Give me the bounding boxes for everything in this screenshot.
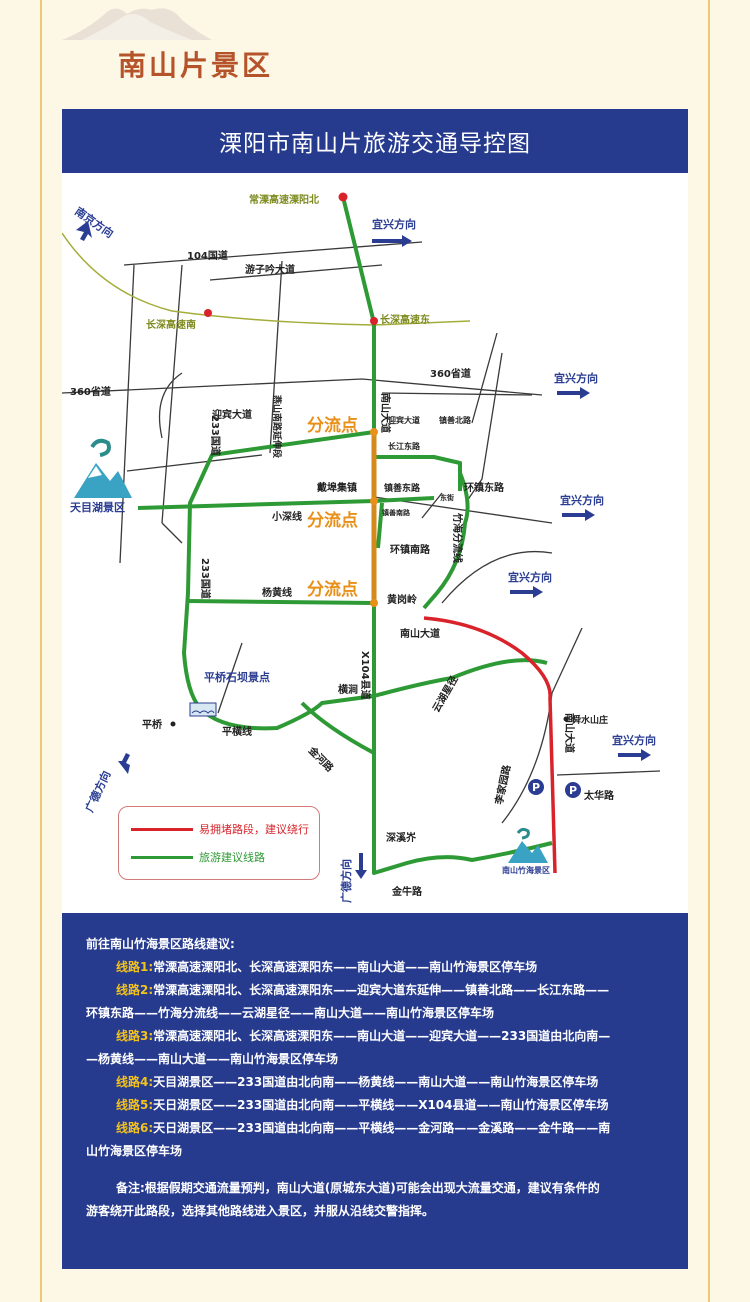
road-label: 戴埠集镇	[317, 481, 357, 494]
pingqiao-scenic-icon	[189, 702, 217, 717]
road-label: 杨黄线	[262, 586, 292, 599]
arrow-right-icon	[562, 509, 595, 521]
road-label: 环镇东路	[464, 481, 505, 494]
road-label: 太华路	[583, 789, 615, 802]
arrow-down-icon	[118, 753, 130, 774]
map-legend: 易拥堵路段，建议绕行 旅游建议线路	[118, 806, 320, 880]
road-label: 233国道	[199, 558, 212, 599]
road-label: 南山大道	[563, 713, 576, 753]
zhuhai-scenic-label: 南山竹海景区	[502, 865, 550, 875]
guangde-direction-label: 广德方向	[82, 768, 113, 814]
map-title: 溧阳市南山片旅游交通导控图	[62, 109, 688, 173]
arrow-up-left-icon	[76, 221, 92, 241]
exit-dot	[338, 192, 348, 202]
route-suggestions: 前往南山竹海景区路线建议: 线路1:常溧高速溧阳北、长深高速溧阳东——南山大道—…	[62, 913, 688, 1269]
divergence-dot	[370, 497, 378, 505]
road-label: 360省道	[70, 385, 111, 398]
divergence-label: 分流点	[307, 510, 358, 531]
arrow-down-icon	[355, 853, 367, 879]
road-label: 燕山南路延伸段	[271, 395, 283, 459]
road-label: 竹海分流线	[451, 512, 464, 563]
parking-label: P	[569, 784, 577, 797]
legend-recommended-label: 旅游建议线路	[199, 851, 265, 864]
yixing-direction-label: 宜兴方向	[372, 217, 416, 231]
arrow-right-icon	[510, 586, 543, 598]
pingqiao-scenic-label: 平桥石坝景点	[204, 670, 270, 684]
route-3: 线路3:常溧高速溧阳北、长深高速溧阳东——南山大道——迎宾大道——233国道由北…	[116, 1029, 611, 1043]
arrow-right-icon	[618, 749, 651, 761]
pingqiao-label: 平桥	[142, 718, 163, 731]
legend-recommended: 旅游建议线路	[131, 849, 265, 865]
yixing-direction-label: 宜兴方向	[560, 493, 604, 507]
road-label: 小深线	[271, 510, 302, 523]
section-title: 南山片景区	[118, 49, 274, 82]
traffic-map: 南京方向 宜兴方向 宜兴方向 宜兴方向 宜兴方向 宜兴方向 广德方向 广德方向 …	[62, 192, 661, 903]
route-1: 线路1:常溧高速溧阳北、长深高速溧阳东——南山大道——南山竹海景区停车场	[116, 960, 538, 974]
tianmu-label: 天目湖景区	[70, 500, 125, 514]
route-3-cont: —杨黄线——南山大道——南山竹海景区停车场	[86, 1052, 339, 1066]
divergence-label: 分流点	[307, 579, 358, 600]
arrow-right-icon	[372, 235, 412, 247]
guangde-direction-label: 广德方向	[339, 859, 353, 903]
route-5: 线路5:天日湖景区——233国道由北向南——平横线——X104县道——南山竹海景…	[116, 1098, 609, 1112]
exit-dot	[370, 317, 378, 325]
legend-congested-label: 易拥堵路段，建议绕行	[199, 823, 309, 836]
road-label: 233国道	[209, 415, 222, 456]
road-label: 金牛路	[391, 885, 423, 898]
route-4: 线路4:天目湖景区——233国道由北向南——杨黄线——南山大道——南山竹海景区停…	[116, 1075, 599, 1089]
shunshui-dot	[563, 716, 569, 722]
parking-label: P	[532, 781, 540, 794]
road-label: X104县道	[359, 651, 372, 700]
divergence-dot	[370, 428, 378, 436]
map-card: 溧阳市南山片旅游交通导控图	[62, 109, 688, 1269]
road-label: 迎宾大道	[388, 415, 420, 425]
road-label: 环镇南路	[390, 543, 431, 556]
route-6: 线路6:天日湖景区——233国道由北向南——平横线——金河路——金溪路——金牛路…	[116, 1121, 611, 1135]
route-2-cont: 环镇东路——竹海分流线——云湖星径——南山大道——南山竹海景区停车场	[86, 1006, 495, 1020]
exit-dot	[204, 309, 212, 317]
mountain-decoration	[62, 8, 212, 40]
note-line-2: 游客绕开此路段，选择其他路线进入景区，并服从沿线交警指挥。	[86, 1204, 435, 1218]
parking-icon: P	[528, 779, 544, 795]
road-label: 平横线	[222, 725, 252, 738]
road-label: 横涧	[338, 683, 358, 696]
changshen-east-label: 长深高速东	[380, 313, 430, 326]
road-label: 迎宾大道	[212, 408, 252, 421]
yixing-direction-label: 宜兴方向	[612, 733, 656, 747]
tianmu-scenic-icon	[74, 438, 132, 498]
pingqiao-dot	[170, 721, 176, 727]
legend-congested: 易拥堵路段，建议绕行	[131, 821, 309, 837]
yixing-direction-label: 宜兴方向	[554, 371, 598, 385]
yixing-direction-label: 宜兴方向	[508, 570, 552, 584]
route-2: 线路2:常溧高速溧阳北、长深高速溧阳东——迎宾大道东延伸——镇善北路——长江东路…	[116, 983, 610, 997]
road-label: 镇善东路	[384, 482, 421, 494]
parking-icon: P	[565, 782, 581, 798]
road-label: 南山大道	[379, 393, 392, 433]
changshen-south-label: 长深高速南	[146, 318, 196, 331]
divergence-dot	[370, 599, 378, 607]
arrow-right-icon	[557, 387, 590, 399]
route-heading: 前往南山竹海景区路线建议:	[86, 937, 235, 951]
road-label: 长江东路	[388, 441, 421, 451]
changli-exit-label: 常溧高速溧阳北	[249, 193, 319, 206]
road-label: 104国道	[187, 249, 228, 262]
road-label: 镇善南路	[382, 508, 411, 517]
road-label: 深溪岕	[386, 831, 417, 844]
road-label: 南山大道	[400, 627, 440, 640]
road-label: 李家园路	[492, 763, 513, 807]
road-label: 金河路	[305, 743, 337, 775]
road-label: 360省道	[430, 367, 471, 380]
nanjing-direction-label: 南京方向	[72, 204, 116, 241]
route-6-cont: 山竹海景区停车场	[86, 1144, 183, 1158]
road-label: 镇善北路	[439, 415, 472, 425]
shunshui-label: 舜水山庄	[572, 714, 608, 726]
divergence-label: 分流点	[307, 415, 358, 436]
zhuhai-scenic-icon	[508, 827, 548, 863]
note-line-1: 备注:根据假期交通流量预判，南山大道(原城东大道)可能会出现大流量交通，建议有条…	[116, 1181, 600, 1195]
road-label: 东街	[440, 493, 454, 502]
road-label: 游子吟大道	[245, 263, 295, 276]
road-label: 黄岗岭	[387, 593, 417, 606]
